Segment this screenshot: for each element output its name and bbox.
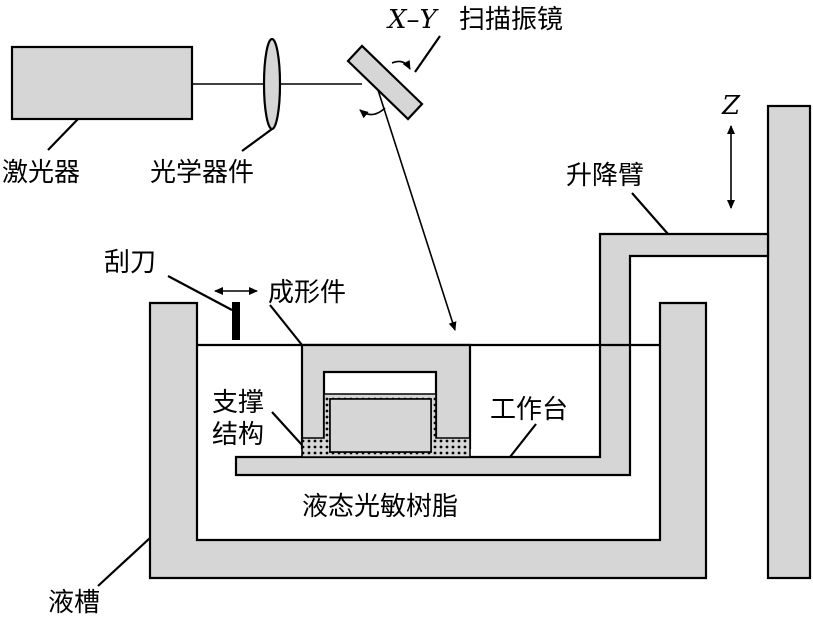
scanning-beam: [377, 89, 457, 331]
optics-label: 光学器件: [150, 158, 254, 188]
scraper-leader: [167, 275, 233, 311]
scanner-leader: [414, 35, 441, 73]
tank: [148, 301, 708, 580]
z-column: [766, 104, 812, 580]
lift-arm-label: 升降臂: [566, 161, 644, 191]
support-label-line2: 结构: [212, 420, 264, 450]
lift-arm-leader: [631, 192, 669, 235]
lens: [262, 37, 282, 131]
tank-label: 液槽: [48, 588, 100, 617]
support-leader: [271, 411, 303, 446]
scraper-label: 刮刀: [104, 248, 156, 278]
laser-box: [10, 45, 194, 121]
z-label: Z: [721, 91, 741, 121]
tank-leader: [97, 537, 151, 587]
laser-label: 激光器: [2, 158, 80, 188]
formed-part-label: 成形件: [268, 278, 346, 308]
inner-block: [329, 398, 432, 453]
mirror-rotation-arrow-top: [391, 60, 411, 70]
resin-label: 液态光敏树脂: [302, 492, 458, 522]
scanner-label-cn: 扫描振镜: [459, 5, 563, 35]
scanner-mirror: [346, 44, 424, 121]
scraper-blade: [232, 302, 240, 340]
scanner-label-xy: X–Y: [386, 5, 440, 35]
platform-leader: [509, 423, 537, 458]
laser-leader: [47, 118, 79, 151]
mirror-rotation-arrow-bottom: [359, 107, 386, 119]
formed-part-leader: [269, 304, 303, 346]
lift-arm-and-platform: [234, 232, 770, 477]
platform-label: 工作台: [490, 395, 568, 425]
optics-leader: [241, 128, 273, 152]
support-label-line1: 支撑: [212, 388, 264, 418]
